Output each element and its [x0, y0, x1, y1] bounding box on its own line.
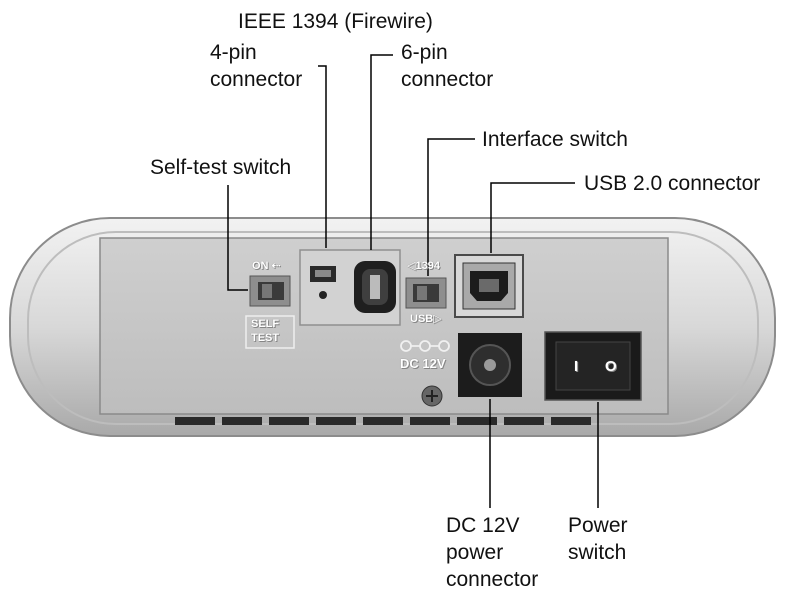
label-6pin-connector: 6-pin connector [401, 39, 493, 93]
panel-mark-1394: ◁1394 [407, 260, 440, 272]
power-rocker-switch [544, 331, 642, 401]
label-ieee1394: IEEE 1394 (Firewire) [238, 10, 433, 33]
label-dc12v-connector: DC 12V power connector [446, 512, 538, 593]
leader-4pin [318, 65, 327, 248]
label-4pin-connector: 4-pin connector [210, 39, 302, 93]
label-usb-connector: USB 2.0 connector [584, 172, 761, 195]
rocker-mark-o: O [605, 358, 617, 375]
panel-mark-test: TEST [251, 332, 280, 344]
label-6pin-line2: connector [401, 68, 494, 91]
label-power-line1: Power [568, 514, 628, 537]
firewire-6pin-port [354, 261, 396, 313]
leader-self-test [227, 185, 248, 291]
leader-6pin [370, 54, 393, 250]
label-4pin-line2: connector [210, 68, 303, 91]
label-power-line2: switch [568, 541, 627, 564]
leader-lines [227, 54, 599, 508]
panel-mark-on-text: ON [252, 260, 269, 272]
vent-slots [175, 417, 591, 425]
label-interface-switch: Interface switch [482, 128, 628, 151]
dc-power-jack [458, 333, 522, 397]
panel-mark-usb: USB▷ [410, 313, 442, 325]
interface-switch [405, 277, 447, 309]
screw [421, 385, 443, 407]
label-4pin-line1: 4-pin [210, 41, 257, 64]
label-6pin-line1: 6-pin [401, 41, 448, 64]
dc-polarity-symbol [400, 340, 450, 352]
label-dc12v-line3: connector [446, 568, 539, 591]
panel-mark-on: ON ⇠ [252, 260, 281, 272]
leader-usb [490, 182, 575, 253]
label-dc12v-line2: power [446, 541, 504, 564]
usb-b-port [454, 254, 524, 318]
label-power-switch: Power switch [568, 512, 628, 566]
panel-mark-dc: DC 12V [400, 356, 446, 371]
panel-mark-usb-text: USB [410, 313, 434, 325]
rocker-mark-i: I [574, 358, 579, 375]
leader-interface [427, 138, 475, 276]
panel-mark-self: SELF [251, 318, 280, 330]
label-dc12v-line1: DC 12V [446, 514, 520, 537]
panel-mark-1394-text: 1394 [415, 260, 440, 272]
firewire-4pin-port [310, 266, 336, 299]
label-self-test-switch: Self-test switch [150, 156, 292, 179]
self-test-switch [245, 275, 295, 349]
